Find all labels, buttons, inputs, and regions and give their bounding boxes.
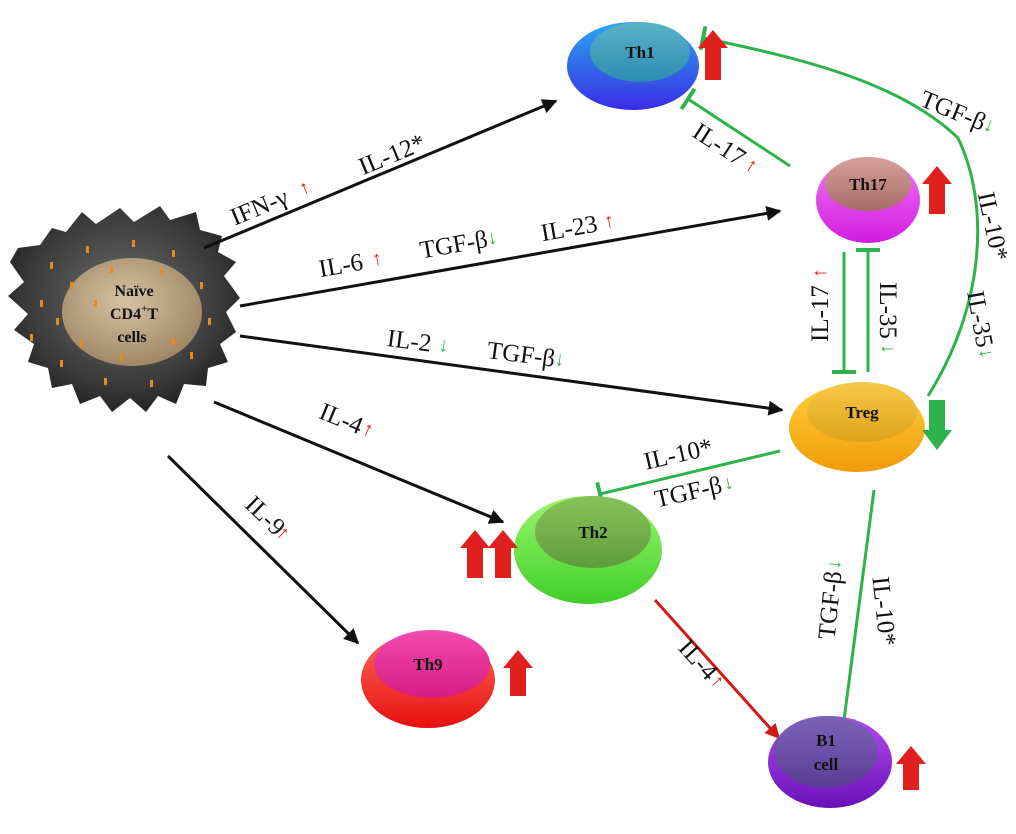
th2-up-arrow-icon-1	[460, 530, 490, 578]
label-tgfb-th2: TGF-β ↓	[652, 471, 736, 513]
svg-text:IL-17: IL-17	[807, 285, 834, 342]
il35-th17-down-icon: ↓	[877, 344, 899, 354]
b1-label-line1: B1	[816, 731, 836, 750]
label-il35-th1: IL-35 ↓	[961, 289, 997, 360]
th1-cell: Th1	[567, 22, 699, 110]
treg-label: Treg	[845, 403, 879, 422]
naive-cell-label-line1: Naïve	[114, 283, 153, 300]
arrow-naive-to-treg	[239, 334, 784, 416]
label-il2: IL-2 ↓	[385, 325, 450, 358]
arrow-naive-to-th1	[203, 99, 558, 250]
svg-text:IL-12*: IL-12*	[355, 129, 429, 181]
svg-text:IL-35: IL-35	[874, 282, 901, 339]
svg-text:IL-35: IL-35	[961, 289, 997, 350]
tgfb-treg-down-icon: ↓	[553, 348, 566, 371]
label-il10-b1: IL-10*	[866, 575, 900, 647]
svg-text:TGF-β: TGF-β	[916, 86, 989, 137]
th9-cell: Th9	[361, 630, 495, 728]
label-il17-treg: IL-17 ↑	[807, 268, 834, 342]
naive-cell-label-line2: CD4+T	[110, 303, 158, 323]
svg-text:IL-10*: IL-10*	[866, 575, 900, 647]
b1-up-arrow-icon	[896, 746, 926, 790]
th2-cell: Th2	[514, 496, 662, 604]
b1-label-line2: cell	[814, 755, 839, 774]
tgfb-th17-down-icon: ↓	[485, 226, 499, 249]
label-il17-th1: IL-17 ↑	[688, 118, 762, 177]
th17-label: Th17	[849, 175, 887, 194]
naive-cd4-t-cell: Naïve CD4+T cells	[8, 206, 240, 412]
label-il6: IL-6 ↑	[317, 247, 384, 283]
tgfb-th2-down-icon: ↓	[721, 471, 736, 495]
naive-cell-label-line3: cells	[117, 329, 146, 346]
th2-label: Th2	[578, 523, 607, 542]
tgfb-b1-down-icon: ↓	[823, 558, 846, 570]
label-il4-b1: IL-4 ↑	[673, 635, 729, 693]
treg-down-arrow-icon	[922, 400, 952, 450]
th9-label: Th9	[413, 655, 442, 674]
il23-up-icon: ↑	[602, 210, 616, 233]
svg-text:TGF-β: TGF-β	[485, 337, 556, 373]
label-tgfb-th1: TGF-β ↓	[916, 86, 998, 137]
arrow-naive-to-th9	[166, 454, 360, 645]
ifn-gamma-up-icon: ↑	[296, 176, 314, 200]
inhibit-treg-to-th1	[698, 25, 980, 397]
arrow-naive-to-th2	[213, 400, 505, 524]
label-il9: IL-9 ↑	[239, 491, 294, 544]
label-il35-th17: IL-35 ↓	[874, 282, 901, 354]
th9-up-arrow-icon	[503, 650, 533, 696]
svg-text:IL-4: IL-4	[315, 398, 367, 440]
arrow-naive-to-th17	[239, 205, 782, 308]
label-tgfb-th17: TGF-β ↓	[418, 226, 499, 264]
status-arrows	[460, 30, 952, 790]
label-il4-th2: IL-4 ↑	[315, 398, 376, 442]
il6-up-icon: ↑	[370, 247, 384, 270]
svg-text:IL-6: IL-6	[317, 249, 365, 283]
svg-text:IL-2: IL-2	[385, 325, 433, 358]
label-il12: IL-12*	[355, 129, 429, 181]
il35-th1-down-icon: ↓	[974, 346, 997, 360]
svg-text:TGF-β: TGF-β	[814, 570, 848, 641]
naive-cell-granules	[30, 240, 211, 387]
label-tgfb-b1: TGF-β ↓	[814, 558, 848, 641]
treg-cell: Treg	[789, 382, 925, 472]
label-tgfb-treg: TGF-β ↓	[485, 337, 566, 373]
th1-up-arrow-icon	[698, 30, 728, 80]
inhibit-treg-to-th2	[595, 449, 781, 507]
b1-cell: B1 cell	[768, 716, 892, 808]
inhibit-treg-to-b1	[831, 489, 876, 724]
inhibition-lines	[595, 25, 980, 724]
arrow-th2-to-b1	[653, 598, 781, 740]
differentiation-arrows	[166, 99, 784, 645]
naive-cell-nucleus	[62, 258, 202, 366]
svg-text:IL-17: IL-17	[688, 118, 750, 172]
inhibit-th17-to-th1	[679, 87, 791, 168]
il2-down-icon: ↓	[437, 334, 450, 357]
th1-label: Th1	[625, 43, 654, 62]
svg-text:TGF-β: TGF-β	[418, 226, 490, 264]
svg-text:IL-23: IL-23	[539, 211, 600, 247]
th2-up-arrow-icon-2	[488, 530, 518, 578]
label-ifn-gamma: IFN-γ ↑	[227, 176, 314, 231]
il17-treg-up-icon: ↑	[809, 268, 831, 278]
th17-up-arrow-icon	[922, 166, 952, 214]
th17-cell: Th17	[816, 157, 920, 243]
